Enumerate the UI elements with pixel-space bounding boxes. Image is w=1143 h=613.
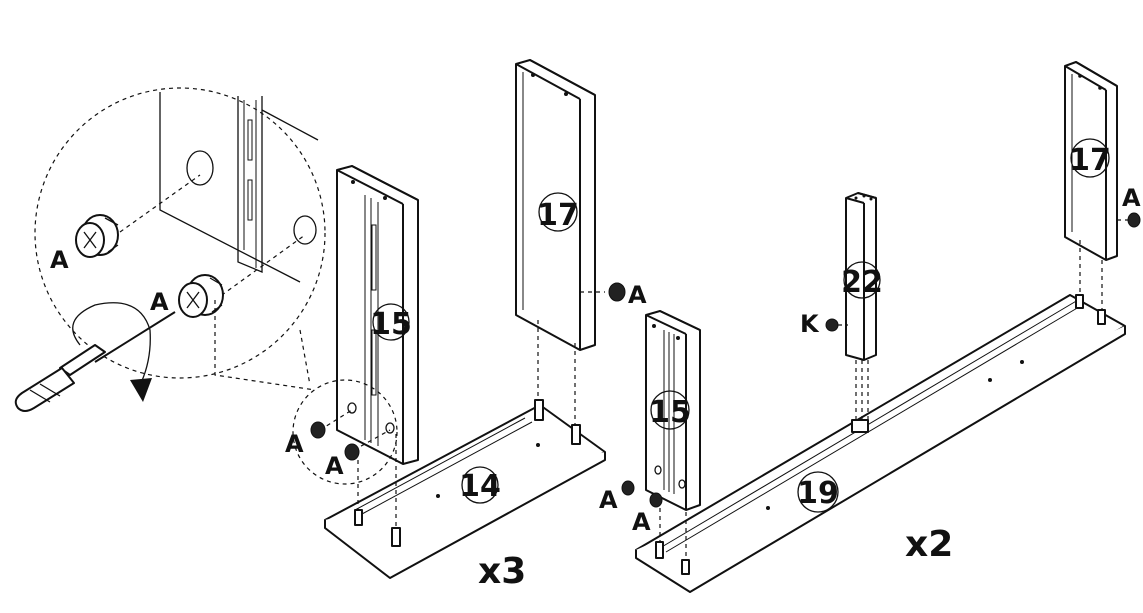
- cam-lock-icon: [75, 214, 119, 258]
- cam-lock-icon: [1127, 212, 1141, 228]
- part-label-19: 19: [797, 476, 839, 511]
- cam-lock-icon: [621, 480, 635, 496]
- label-a-right-top: A: [1122, 184, 1141, 212]
- cam-lock-icon: [825, 318, 839, 332]
- label-a-middle: A: [628, 281, 647, 309]
- quantity-right: x2: [905, 524, 953, 565]
- detail-circle-outline: [34, 87, 326, 379]
- label-k: K: [800, 310, 820, 338]
- label-a-detail-2: A: [150, 288, 169, 316]
- cam-lock-icon: [310, 421, 326, 439]
- part-label-14: 14: [459, 469, 501, 504]
- label-a-right-2: A: [632, 508, 651, 536]
- detail-callout-circle: [292, 379, 398, 485]
- label-a-right-1: A: [599, 486, 618, 514]
- part-label-15-left: 15: [370, 307, 412, 342]
- screwdriver-icon: [14, 311, 176, 412]
- label-a-left-1: A: [285, 430, 304, 458]
- cam-lock-icon: [178, 274, 224, 318]
- part-label-22: 22: [841, 265, 883, 300]
- panel-17-middle: 17 A: [515, 59, 647, 425]
- quantity-left: x3: [478, 551, 526, 592]
- cam-lock-icon: [344, 443, 360, 461]
- part-label-17-middle: 17: [537, 198, 579, 233]
- left-assembly: 14 15: [285, 59, 647, 592]
- label-a-left-2: A: [325, 452, 344, 480]
- panel-22: 22 K: [800, 192, 883, 420]
- label-a-detail-1: A: [50, 246, 69, 274]
- rotation-arrow-icon: [72, 302, 152, 402]
- cam-lock-icon: [649, 492, 663, 508]
- detail-zoom-view: A A: [14, 87, 326, 412]
- right-assembly: 19 15 A A: [599, 61, 1141, 593]
- side-panel-15-left: 15: [336, 165, 419, 465]
- part-label-15-right: 15: [649, 395, 691, 430]
- cam-lock-icon: [608, 282, 626, 302]
- base-board-19: 19: [635, 294, 1126, 593]
- panel-17-right: 17 A: [1064, 61, 1141, 310]
- part-label-17-right: 17: [1069, 143, 1111, 178]
- side-panel-15-right: 15 A A: [599, 310, 701, 560]
- base-board-14: 14: [324, 399, 606, 579]
